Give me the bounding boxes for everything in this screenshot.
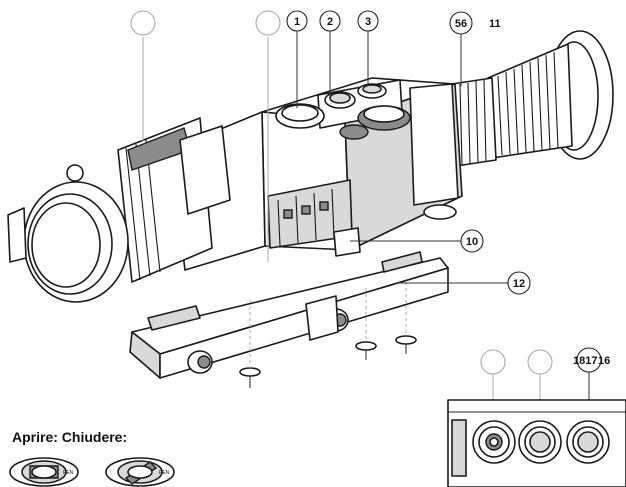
- mount-rail: [129, 251, 449, 388]
- callout-16-label: 16: [598, 355, 610, 367]
- screw-2: [355, 341, 377, 360]
- callout-leaders: [142, 31, 508, 284]
- callout-2-label: 2: [327, 16, 333, 28]
- open-position-icon: PEN: [9, 457, 79, 487]
- callout-1-label: 1: [294, 16, 300, 28]
- eyepiece: [451, 30, 614, 167]
- callout-56-label: 56: [455, 18, 467, 30]
- callout-56: 56: [449, 11, 473, 35]
- callout-1: 1: [286, 10, 308, 32]
- label-11: 11: [489, 18, 501, 30]
- open-pen-label: PEN: [63, 470, 74, 476]
- objective-lens: [7, 164, 129, 303]
- callout-3-label: 3: [365, 16, 371, 28]
- screw-1: [239, 367, 261, 388]
- callout-12: 12: [507, 271, 531, 295]
- callout-3: 3: [357, 10, 379, 32]
- top-buttons: [275, 79, 411, 140]
- callout-empty-1: [130, 10, 156, 36]
- open-close-caption: Aprire: Chiudere:: [12, 429, 127, 445]
- callout-empty-2: [255, 10, 281, 36]
- callout-2: 2: [319, 10, 341, 32]
- callout-12-label: 12: [513, 278, 525, 290]
- close-pen-label: PEN: [159, 470, 170, 476]
- buttons-detail-inset: 1817 16: [447, 347, 626, 487]
- callout-10-label: 10: [466, 236, 478, 248]
- close-position-icon: PEN: [105, 457, 175, 487]
- callout-1817-label: 1817: [573, 355, 597, 367]
- screw-3: [395, 335, 417, 354]
- callout-10: 10: [460, 229, 484, 253]
